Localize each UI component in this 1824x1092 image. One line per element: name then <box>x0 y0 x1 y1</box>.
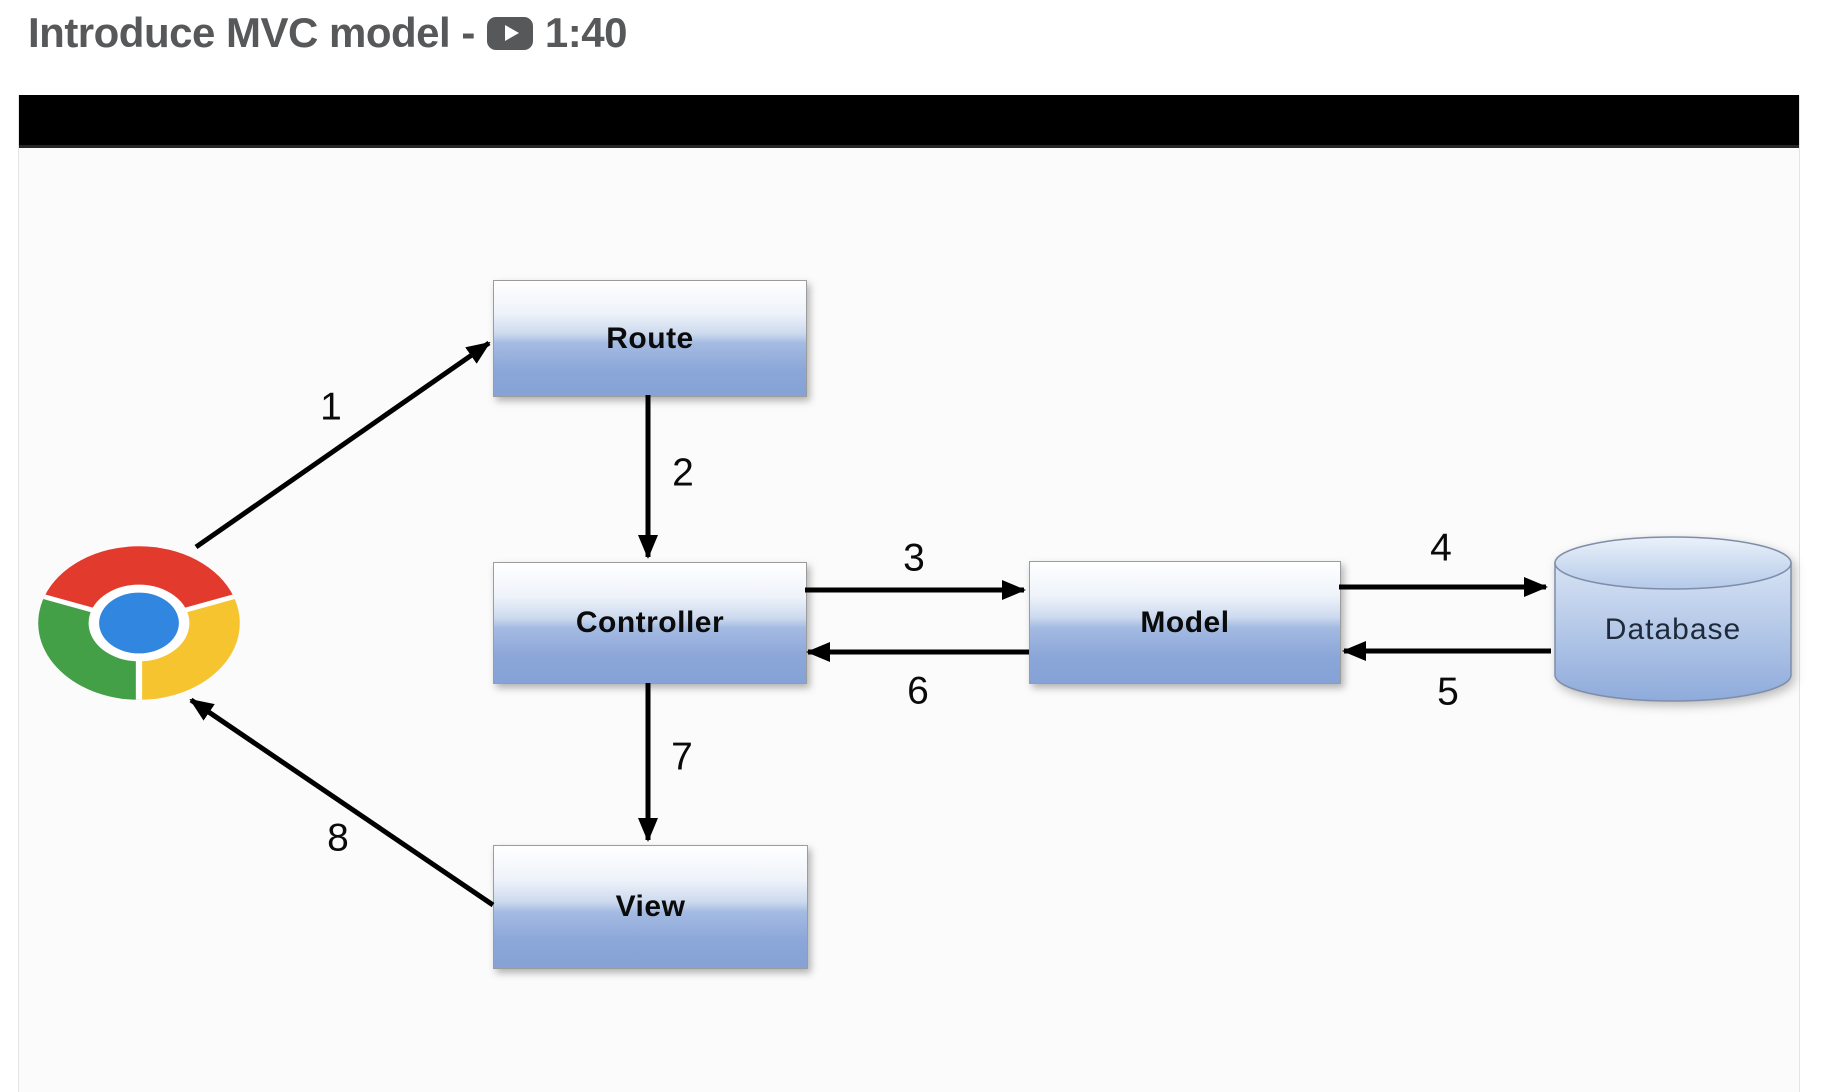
arrow-8-view-to-browser <box>189 697 495 908</box>
step-number-1: 1 <box>320 385 342 429</box>
step-number-6: 6 <box>907 669 929 713</box>
step-number-5: 5 <box>1437 670 1459 714</box>
node-route-label: Route <box>606 321 694 355</box>
node-controller: Controller <box>493 562 807 684</box>
step-number-4: 4 <box>1430 526 1452 570</box>
node-view-label: View <box>615 890 686 923</box>
node-model: Model <box>1029 561 1341 684</box>
arrow-1-browser-to-route <box>194 340 491 550</box>
video-player[interactable]: Route Controller Model View <box>18 95 1800 1092</box>
flow-arrows <box>189 340 1551 908</box>
node-view: View <box>493 845 808 969</box>
mvc-diagram: Route Controller Model View <box>19 95 1799 1092</box>
step-number-3: 3 <box>903 536 925 580</box>
step-number-8: 8 <box>327 816 349 860</box>
step-number-2: 2 <box>672 451 694 495</box>
node-database-label: Database <box>1605 613 1741 646</box>
video-duration: 1:40 <box>544 9 628 56</box>
node-controller-label: Controller <box>575 606 725 639</box>
node-route: Route <box>493 280 807 397</box>
video-player-top-bar <box>19 95 1799 148</box>
node-model-label: Model <box>1140 605 1230 639</box>
play-video-icon <box>486 16 533 50</box>
page-title-text: Introduce MVC model - <box>28 9 475 56</box>
chrome-browser-icon <box>38 546 240 700</box>
step-number-7: 7 <box>671 735 693 779</box>
node-database-cylinder: Database <box>1554 536 1792 702</box>
page-title: Introduce MVC model - 1:40 <box>28 2 627 64</box>
